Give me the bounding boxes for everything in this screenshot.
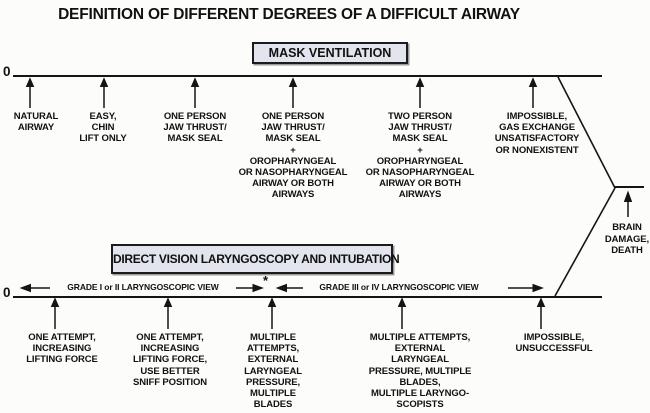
outcome-up-arrow (623, 190, 633, 217)
laryngoscopy-up-arrow (50, 297, 60, 329)
diagram-title: DEFINITION OF DIFFERENT DEGREES OF A DIF… (58, 6, 520, 23)
mask-up-arrow (288, 77, 298, 108)
mask-up-arrow (415, 77, 425, 108)
laryngoscopy-up-arrow (163, 297, 173, 329)
grade-3-4-view-label: GRADE III or IV LARYNGOSCOPIC VIEW (319, 282, 479, 292)
grade-3-4-left-arrow (275, 283, 303, 293)
mask-item-label: TWO PERSON JAW THRUST/ MASK SEAL + OROPH… (365, 111, 475, 201)
laryngoscopy-item-label: MULTIPLE ATTEMPTS, EXTERNAL LARYNGEAL PR… (368, 332, 472, 411)
laryngoscopy-item-label: MULTIPLE ATTEMPTS, EXTERNAL LARYNGEAL PR… (244, 332, 302, 411)
laryngoscopy-axis-zero-label: 0 (3, 285, 11, 300)
mask-up-arrow (190, 77, 200, 108)
mask-item-label: NATURAL AIRWAY (13, 111, 59, 134)
laryngoscopy-up-arrow (267, 297, 277, 329)
laryngoscopy-item-label: ONE ATTEMPT, INCREASING LIFTING FORCE, U… (132, 332, 208, 388)
laryngoscopy-up-arrow (536, 297, 546, 329)
mask-item-label: EASY, CHIN LIFT ONLY (79, 111, 127, 145)
mask-up-arrow (528, 77, 538, 108)
outcome-label: BRAIN DAMAGE, DEATH (604, 222, 650, 256)
upper-convergence-line (557, 76, 616, 189)
laryngoscopy-box: DIRECT VISION LARYNGOSCOPY AND INTUBATIO… (111, 244, 400, 274)
laryngoscopy-item-label: IMPOSSIBLE, UNSUCCESSFUL (515, 332, 593, 355)
mask-up-arrow (25, 77, 35, 108)
mask-item-label: ONE PERSON JAW THRUST/ MASK SEAL (163, 111, 227, 145)
grade-separator-asterisk: * (263, 273, 268, 288)
grade-3-4-right-arrow (508, 283, 544, 293)
grade-1-2-view-label: GRADE I or II LARYNGOSCOPIC VIEW (67, 282, 219, 292)
mask-up-arrow (99, 77, 109, 108)
lower-convergence-line (554, 187, 616, 297)
grade-1-2-left-arrow (19, 283, 50, 293)
laryngoscopy-item-label: ONE ATTEMPT, INCREASING LIFTING FORCE (26, 332, 98, 366)
laryngoscopy-up-arrow (397, 297, 407, 329)
grade-1-2-right-arrow (236, 283, 264, 293)
mask-item-label: ONE PERSON JAW THRUST/ MASK SEAL + OROPH… (238, 111, 348, 201)
mask-ventilation-box: MASK VENTILATION (252, 42, 408, 64)
mask-item-label: IMPOSSIBLE, GAS EXCHANGE UNSATISFACTORY … (494, 111, 580, 156)
mask-axis-zero-label: 0 (3, 64, 11, 79)
